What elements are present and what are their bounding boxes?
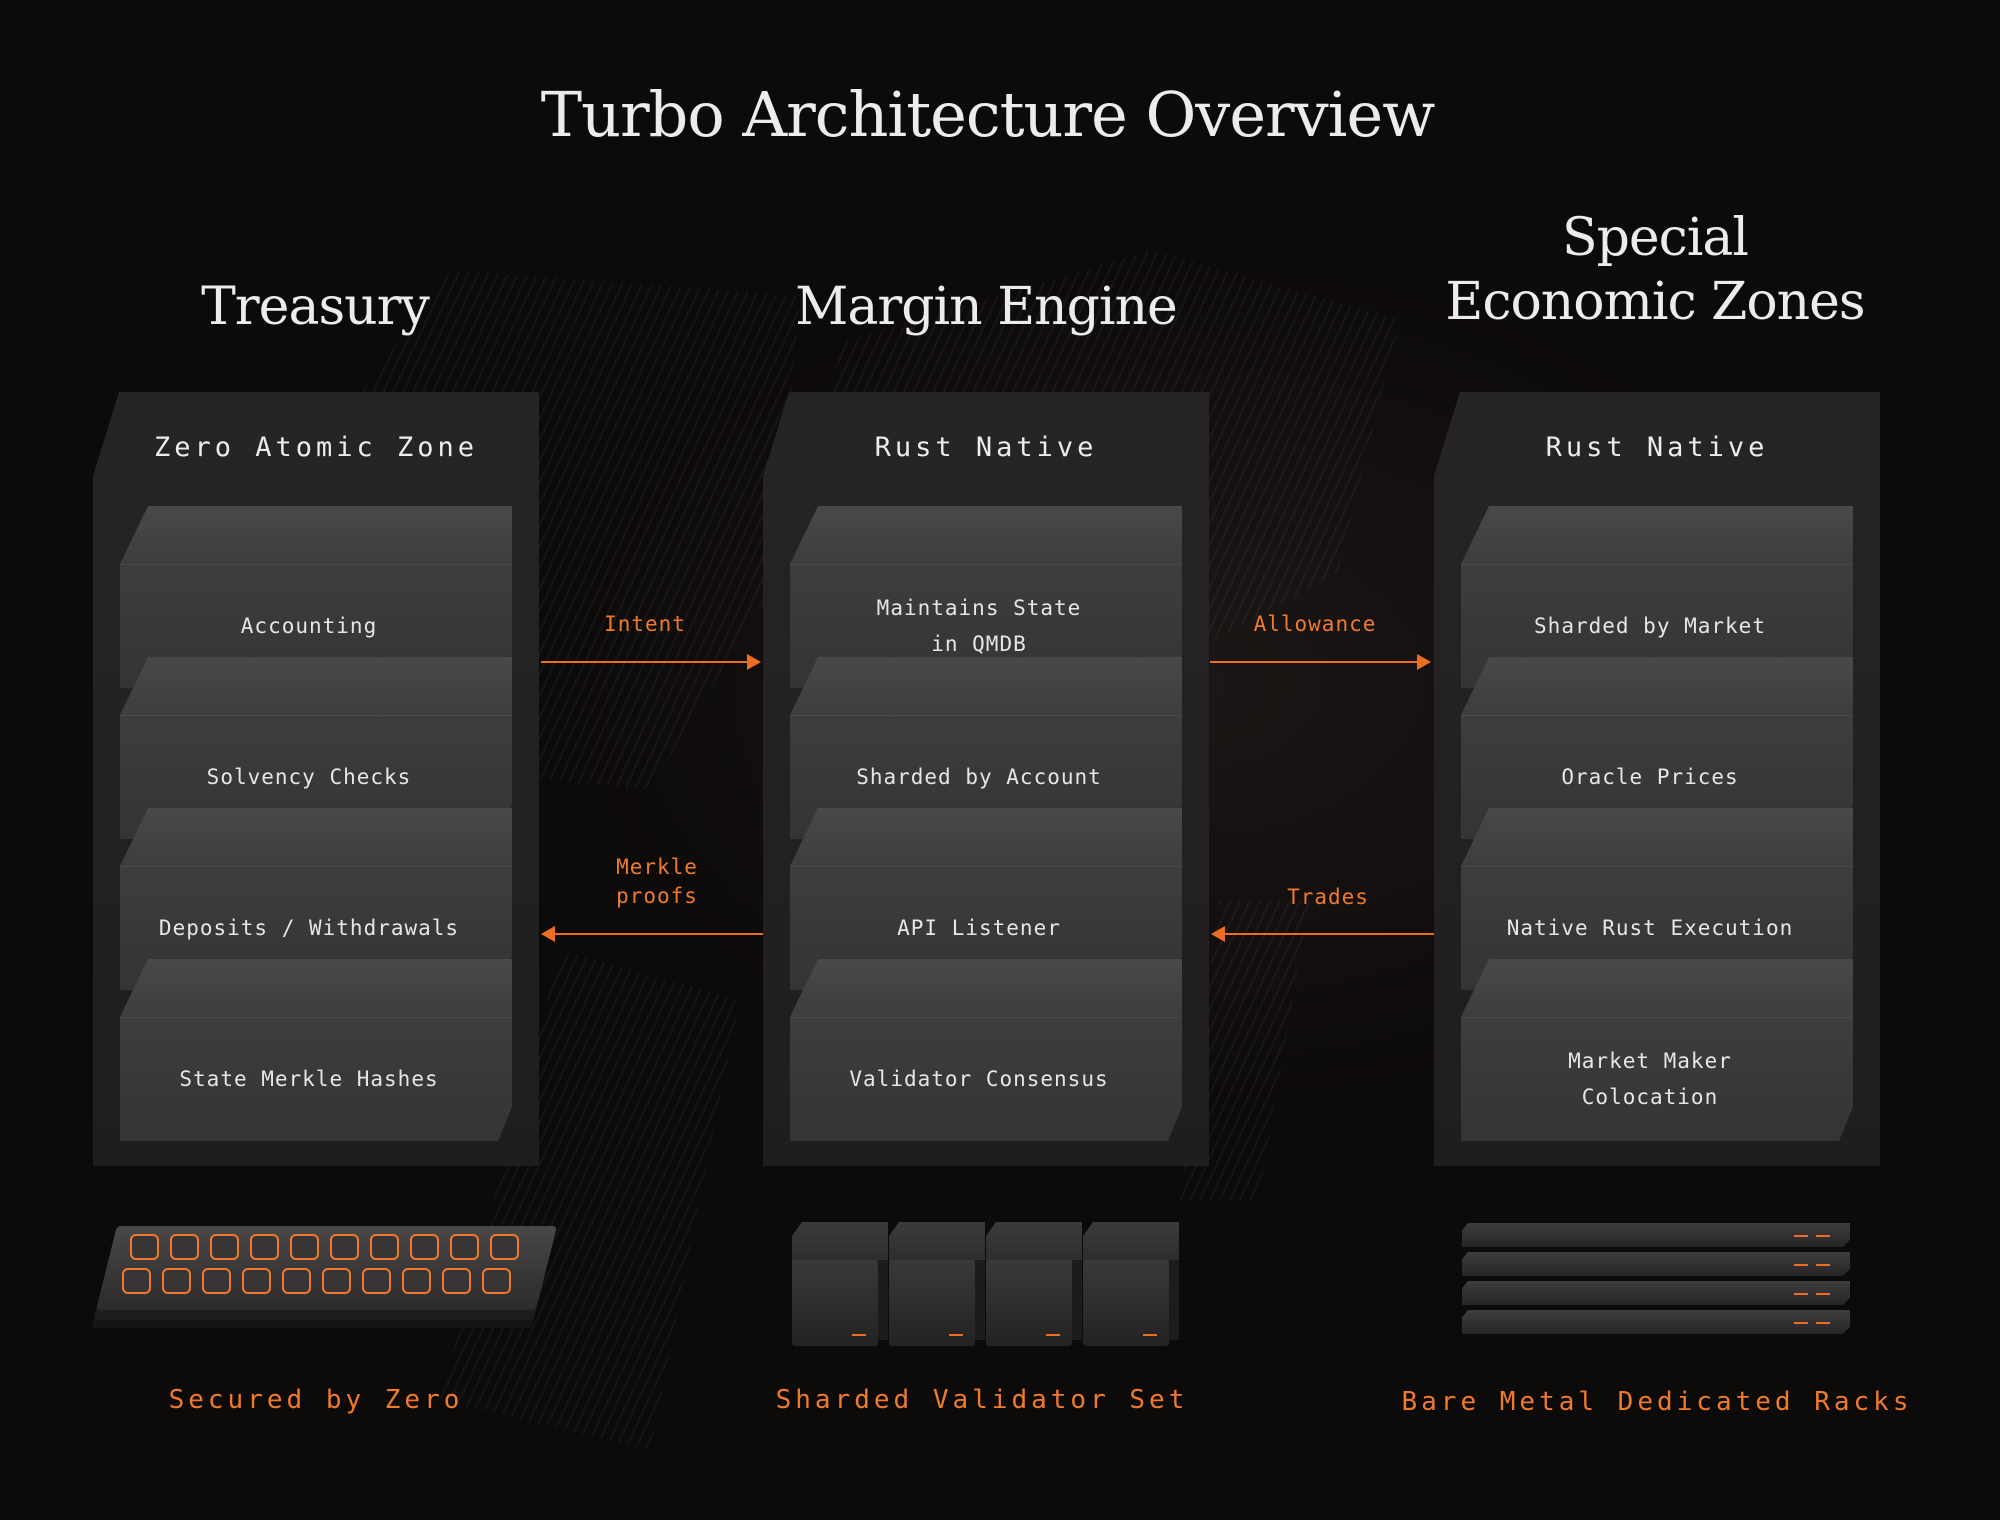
arrow-allowance bbox=[1210, 654, 1431, 670]
footer-sharded-validator-set: Sharded Validator Set bbox=[775, 1385, 1189, 1415]
arrow-label-allowance: Allowance bbox=[1253, 612, 1377, 636]
footer-bare-metal-racks: Bare Metal Dedicated Racks bbox=[1401, 1387, 1913, 1417]
key bbox=[442, 1268, 471, 1294]
validator-node-icon bbox=[986, 1222, 1082, 1346]
block-label: Solvency Checks bbox=[206, 765, 412, 789]
arrow-label-merkle-proofs: Merkle proofs bbox=[616, 855, 698, 908]
keypad-keys bbox=[122, 1234, 530, 1294]
margin-engine-panel: Rust Native Maintains State in QMDB Shar… bbox=[763, 392, 1209, 1166]
key bbox=[290, 1234, 319, 1260]
block-label: Accounting bbox=[240, 614, 378, 638]
block-label: State Merkle Hashes bbox=[179, 1067, 439, 1091]
block-state-merkle-hashes: State Merkle Hashes bbox=[120, 959, 512, 1141]
column-title-line: Margin Engine bbox=[795, 277, 1178, 337]
block-label: Oracle Prices bbox=[1561, 765, 1739, 789]
panel-title: Zero Atomic Zone bbox=[153, 432, 479, 463]
validator-node-icon bbox=[792, 1222, 888, 1346]
block-market-maker-colocation: Market Maker Colocation bbox=[1461, 959, 1853, 1141]
key bbox=[282, 1268, 311, 1294]
column-title-line: Special bbox=[1561, 208, 1749, 268]
key bbox=[202, 1268, 231, 1294]
key bbox=[482, 1268, 511, 1294]
validator-node-icon bbox=[1083, 1222, 1179, 1346]
block-label: API Listener bbox=[897, 916, 1061, 940]
block-label: Validator Consensus bbox=[849, 1067, 1109, 1091]
key bbox=[410, 1234, 439, 1260]
key bbox=[402, 1268, 431, 1294]
key bbox=[122, 1268, 151, 1294]
arrow-label-intent: Intent bbox=[604, 612, 686, 636]
key bbox=[250, 1234, 279, 1260]
server-rack-icon bbox=[1462, 1223, 1850, 1247]
column-title-line: Treasury bbox=[201, 277, 430, 337]
column-title-treasury: Treasury bbox=[115, 275, 515, 339]
server-rack-icon bbox=[1462, 1252, 1850, 1276]
arrow-label-trades: Trades bbox=[1287, 885, 1369, 909]
treasury-panel: Zero Atomic Zone Accounting Solvency Che… bbox=[93, 392, 539, 1166]
column-title-margin-engine: Margin Engine bbox=[736, 275, 1236, 339]
server-rack-icon bbox=[1462, 1310, 1850, 1334]
key bbox=[162, 1268, 191, 1294]
block-label: Maintains State in QMDB bbox=[876, 596, 1082, 656]
block-label: Sharded by Market bbox=[1534, 614, 1766, 638]
key bbox=[170, 1234, 199, 1260]
server-rack-icon bbox=[1462, 1281, 1850, 1305]
key bbox=[490, 1234, 519, 1260]
key bbox=[370, 1234, 399, 1260]
arrow-merkle-proofs bbox=[541, 926, 763, 942]
key bbox=[322, 1268, 351, 1294]
key bbox=[330, 1234, 359, 1260]
footer-secured-by-zero: Secured by Zero bbox=[168, 1385, 464, 1415]
column-title-line: Economic Zones bbox=[1445, 272, 1865, 332]
key bbox=[130, 1234, 159, 1260]
page-title: Turbo Architecture Overview bbox=[540, 78, 1436, 151]
block-label: Native Rust Execution bbox=[1506, 916, 1794, 940]
panel-title: Rust Native bbox=[1545, 432, 1769, 463]
key bbox=[362, 1268, 391, 1294]
key bbox=[242, 1268, 271, 1294]
keypad-icon bbox=[96, 1226, 557, 1336]
arrow-trades bbox=[1211, 926, 1434, 942]
validator-node-icon bbox=[889, 1222, 985, 1346]
block-label: Market Maker Colocation bbox=[1568, 1049, 1732, 1109]
key bbox=[450, 1234, 479, 1260]
economic-zones-panel: Rust Native Sharded by Market Oracle Pri… bbox=[1434, 392, 1880, 1166]
block-label: Sharded by Account bbox=[856, 765, 1102, 789]
column-title-economic-zones: Special Economic Zones bbox=[1405, 206, 1905, 334]
panel-title: Rust Native bbox=[874, 432, 1098, 463]
block-validator-consensus: Validator Consensus bbox=[790, 959, 1182, 1141]
key bbox=[210, 1234, 239, 1260]
block-label: Deposits / Withdrawals bbox=[158, 916, 460, 940]
arrow-intent bbox=[541, 654, 761, 670]
